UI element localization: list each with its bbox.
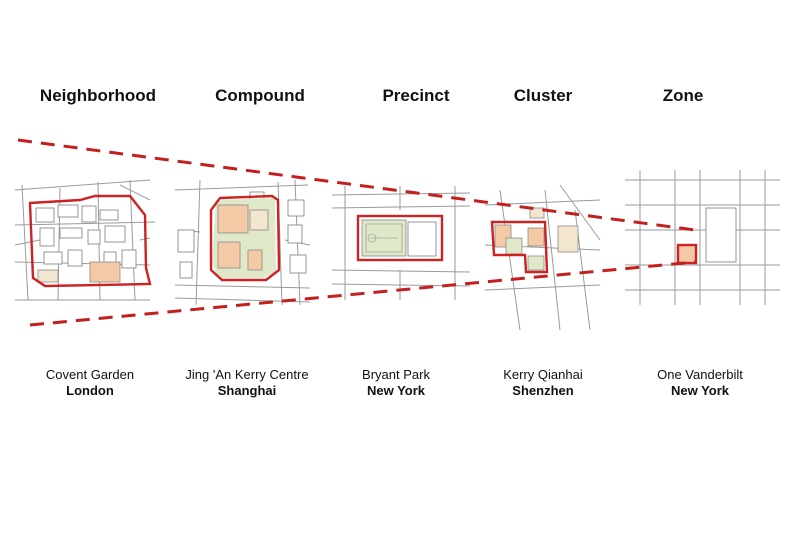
boundary-neighborhood bbox=[28, 194, 152, 288]
place-city: New York bbox=[366, 383, 426, 398]
boundary-compound bbox=[209, 194, 281, 282]
scale-label-compound: Compound bbox=[215, 86, 305, 105]
boundary-cluster bbox=[490, 220, 549, 274]
place-name: Kerry Qianhai bbox=[503, 367, 583, 382]
caption-precinct: Bryant Park New York bbox=[316, 367, 476, 399]
map-neighborhood bbox=[14, 179, 156, 301]
caption-zone: One Vanderbilt New York bbox=[620, 367, 780, 399]
map-cluster bbox=[484, 184, 601, 331]
place-city: New York bbox=[670, 383, 730, 398]
place-name: Bryant Park bbox=[362, 367, 430, 382]
boundary-zone bbox=[676, 243, 698, 265]
funnel-line-top bbox=[17, 138, 696, 232]
place-city: London bbox=[66, 383, 114, 398]
scale-label-precinct: Precinct bbox=[382, 86, 450, 105]
place-city: Shanghai bbox=[217, 383, 277, 398]
place-name: One Vanderbilt bbox=[657, 367, 743, 382]
place-name: Covent Garden bbox=[45, 367, 135, 382]
caption-cluster: Kerry Qianhai Shenzhen bbox=[463, 367, 623, 399]
caption-neighborhood: Covent Garden London bbox=[10, 367, 170, 399]
scale-label-cluster: Cluster bbox=[513, 86, 573, 105]
map-compound bbox=[174, 179, 311, 306]
boundary-precinct bbox=[356, 214, 444, 262]
place-city: Shenzhen bbox=[512, 383, 574, 398]
funnel-line-bottom bbox=[29, 260, 696, 327]
map-precinct bbox=[331, 186, 471, 300]
scale-label-zone: Zone bbox=[662, 86, 704, 105]
place-name: Jing 'An Kerry Centre bbox=[185, 367, 309, 382]
map-zone bbox=[625, 170, 780, 305]
caption-compound: Jing 'An Kerry Centre Shanghai bbox=[167, 367, 327, 399]
scale-label-neighborhood: Neighborhood bbox=[39, 86, 157, 105]
